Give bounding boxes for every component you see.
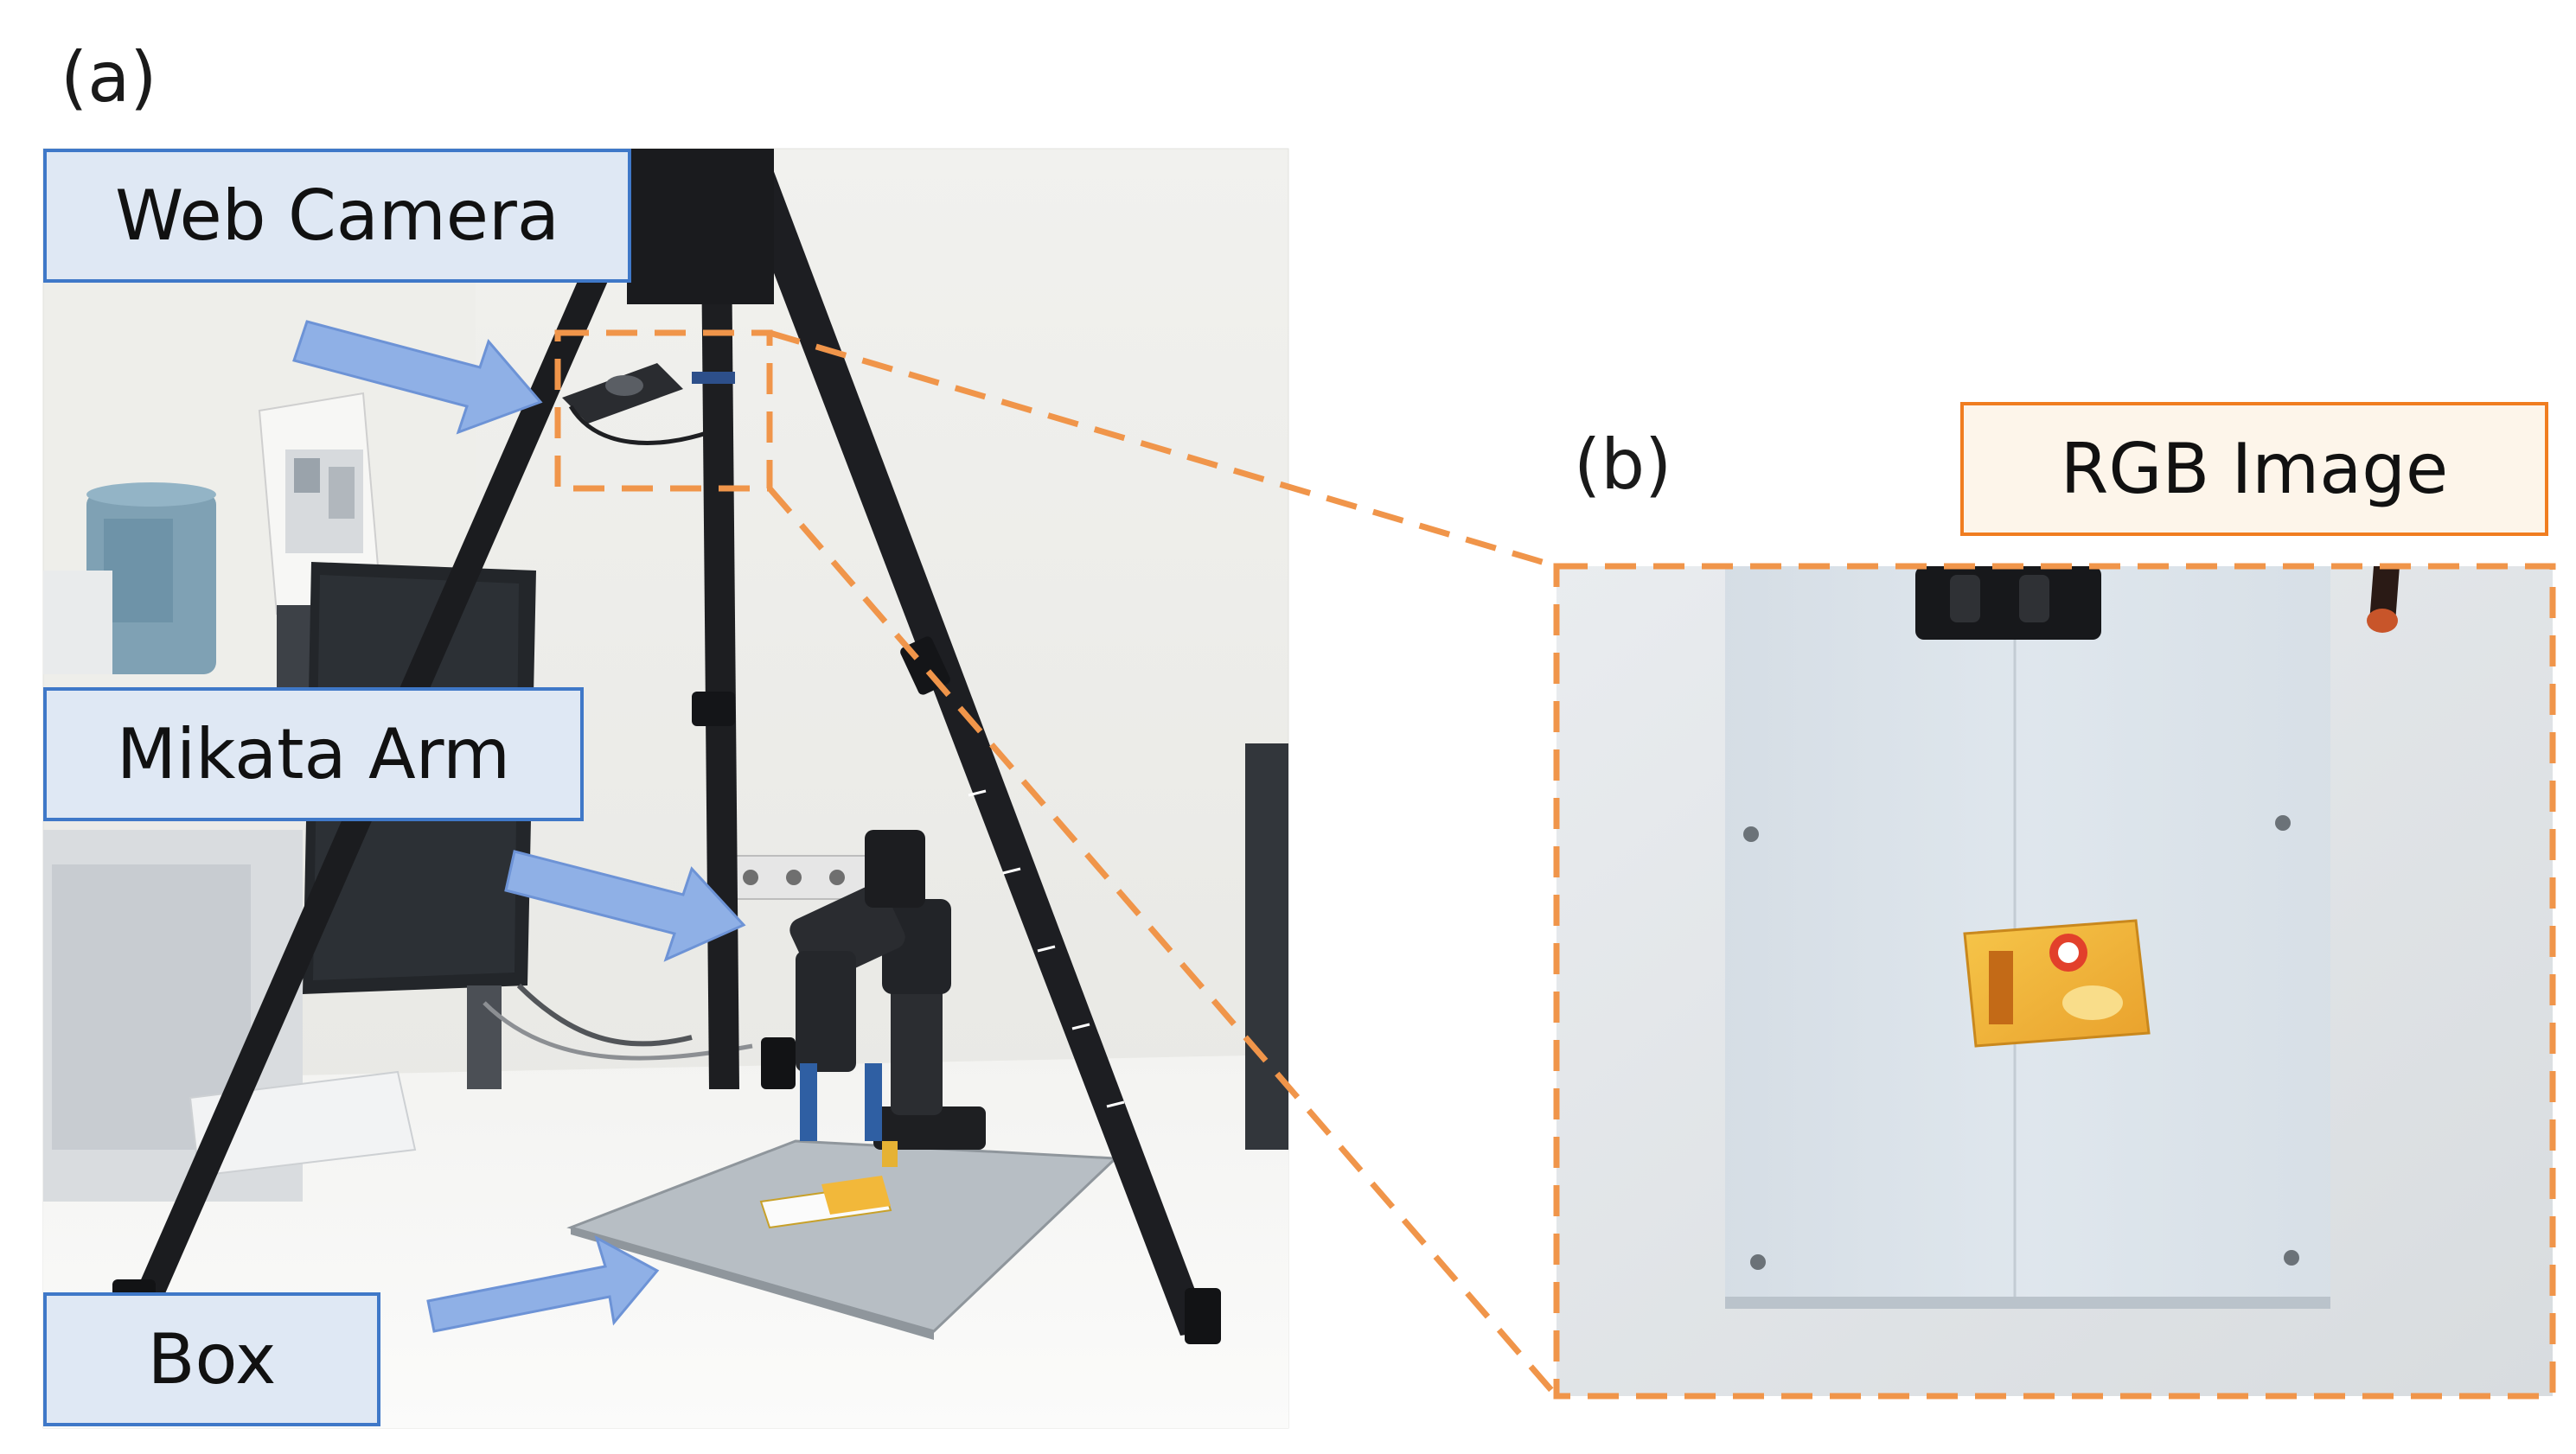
panel-a-letter: (a) [61, 37, 157, 118]
wall-poster [258, 392, 382, 615]
label-mikata-arm: Mikata Arm [43, 687, 584, 821]
label-rgb-image: RGB Image [1960, 402, 2548, 536]
label-box: Box [43, 1292, 380, 1426]
camera-highlight-box [554, 329, 773, 492]
snack-box-photo [759, 1176, 892, 1229]
arrow-to-arm [504, 850, 746, 962]
snack-box-top [1963, 919, 2151, 1048]
zoom-line-bottom [767, 486, 1559, 1399]
photo-rgb-image [1556, 566, 2553, 1396]
label-web-camera: Web Camera [43, 149, 631, 283]
zoom-line-top [769, 329, 1557, 570]
panel-b-letter: (b) [1574, 424, 1672, 505]
arrow-to-box [426, 1234, 660, 1333]
blue-canister [86, 482, 216, 674]
rgb-image-frame [1553, 563, 2556, 1400]
robot-arm [789, 830, 986, 1167]
arrow-to-camera [292, 320, 543, 435]
web-camera [562, 363, 735, 445]
